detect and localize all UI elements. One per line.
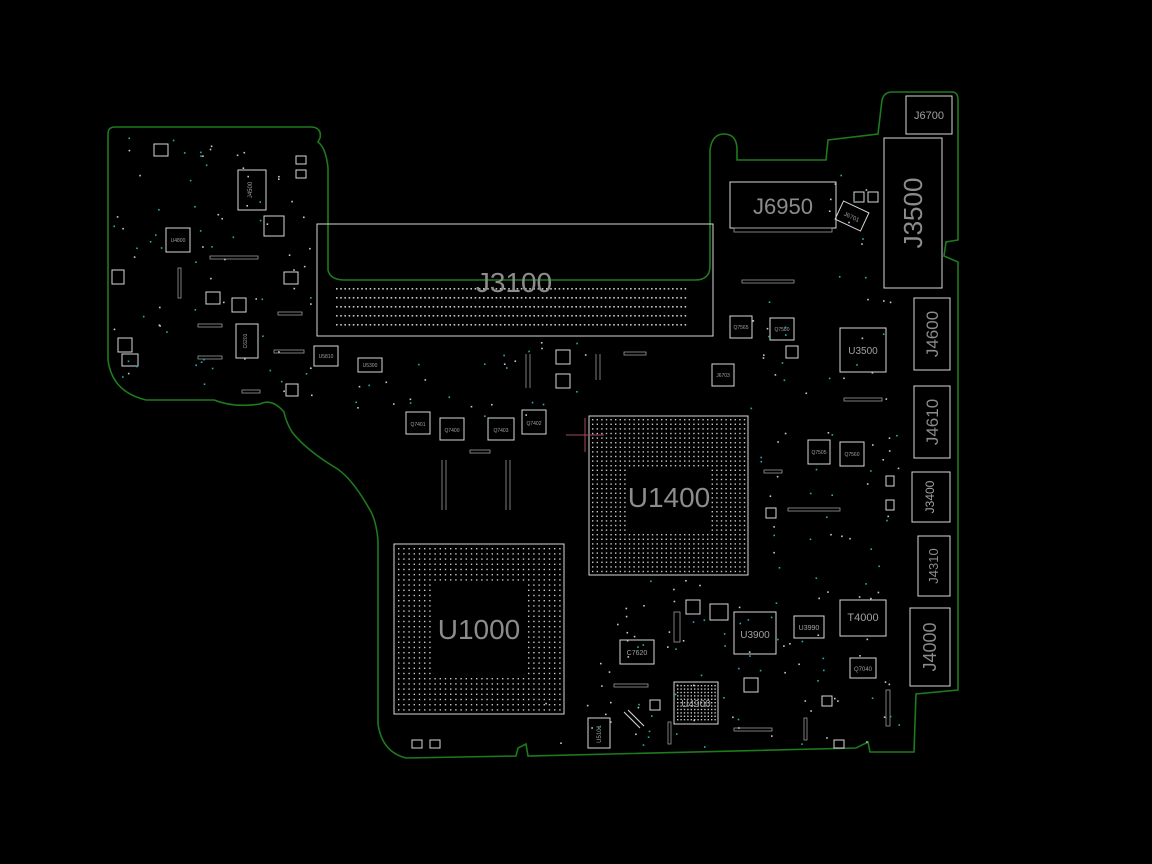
u1000-label: U1000	[438, 614, 521, 645]
u3500-label: U3500	[848, 346, 878, 357]
q7402-transistor: Q7402	[521, 409, 547, 435]
j3100-connector: J3100	[316, 223, 714, 337]
q7505-transistor: Q7505	[807, 439, 831, 465]
u5300-chip: U5300	[357, 357, 383, 373]
u5101-chip: U5101	[587, 717, 611, 749]
j4000-connector: J4000	[909, 607, 951, 687]
u4900-label: U4900	[681, 699, 711, 710]
j4600-label: J4600	[923, 311, 942, 357]
q7402-label: Q7402	[526, 421, 541, 427]
c7620-capacitor: C7620	[619, 639, 655, 665]
j6700-label: J6700	[914, 110, 944, 122]
j6703-connector: J6703	[711, 363, 735, 387]
u3500-chip: U3500	[839, 327, 887, 373]
u4900-chip: U4900	[673, 681, 719, 725]
vias-layer	[113, 137, 900, 748]
j4310-label: J4310	[926, 548, 941, 583]
c6201-label: C6201	[243, 333, 249, 348]
j3400-connector: J3400	[911, 471, 951, 523]
q7565-label: Q7565	[733, 325, 748, 331]
u4800-chip: U4800	[165, 227, 191, 253]
u5300-label: U5300	[363, 363, 378, 369]
j6701-label: J6701	[842, 212, 860, 225]
u5101-label: U5101	[597, 725, 603, 743]
q7401-label: Q7401	[410, 422, 425, 428]
pad-layer	[336, 288, 746, 721]
t4000-label: T4000	[847, 612, 878, 624]
j6700-connector: J6700	[905, 95, 953, 135]
q7400-transistor: Q7400	[439, 417, 465, 441]
j4600-connector: J4600	[913, 297, 951, 371]
j6950-connector: J6950	[729, 181, 837, 233]
u1400-chip: U1400	[588, 415, 749, 576]
board-outline	[107, 91, 959, 759]
u5810-chip: U5810	[313, 345, 339, 367]
j3400-label: J3400	[923, 480, 937, 513]
j3500-label: J3500	[898, 178, 928, 249]
misc-components	[111, 143, 895, 749]
j4000-label: J4000	[920, 622, 940, 671]
q7400-label: Q7400	[444, 428, 459, 434]
u4800-label: U4800	[171, 238, 186, 244]
q7401-transistor: Q7401	[405, 411, 431, 435]
q7560-label: Q7560	[844, 452, 859, 458]
q7565-transistor: Q7565	[729, 315, 753, 339]
u3990-label: U3990	[799, 625, 820, 632]
q7040-transistor: Q7040	[849, 657, 877, 679]
j6701-connector: J6701	[834, 200, 870, 232]
u3990-chip: U3990	[793, 615, 825, 639]
q7580-label: Q7580	[774, 327, 789, 333]
c7620-label: C7620	[627, 650, 648, 657]
c6201-capacitor: C6201	[235, 323, 259, 359]
u3900-chip: U3900	[733, 611, 777, 655]
j4610-label: J4610	[923, 399, 942, 445]
j6950-label: J6950	[753, 194, 813, 219]
j4610-connector: J4610	[913, 385, 951, 459]
q7403-transistor: Q7403	[487, 417, 515, 441]
q7505-label: Q7505	[811, 450, 826, 456]
q7403-label: Q7403	[493, 428, 508, 434]
j6703-label: J6703	[716, 373, 730, 379]
q7040-label: Q7040	[854, 667, 873, 673]
u1400-label: U1400	[628, 482, 711, 513]
u3900-label: U3900	[740, 630, 770, 641]
q7560-transistor: Q7560	[839, 441, 865, 467]
j3100-label: J3100	[476, 267, 552, 298]
u1000-chip: U1000	[393, 543, 565, 715]
u5810-label: U5810	[319, 354, 334, 360]
j4500-connector: J4500	[237, 169, 267, 211]
t4000-transformer: T4000	[839, 599, 887, 637]
j4500-label: J4500	[248, 181, 254, 198]
j3500-connector: J3500	[883, 137, 943, 289]
q7580-transistor: Q7580	[769, 317, 795, 341]
j4310-connector: J4310	[917, 535, 951, 597]
